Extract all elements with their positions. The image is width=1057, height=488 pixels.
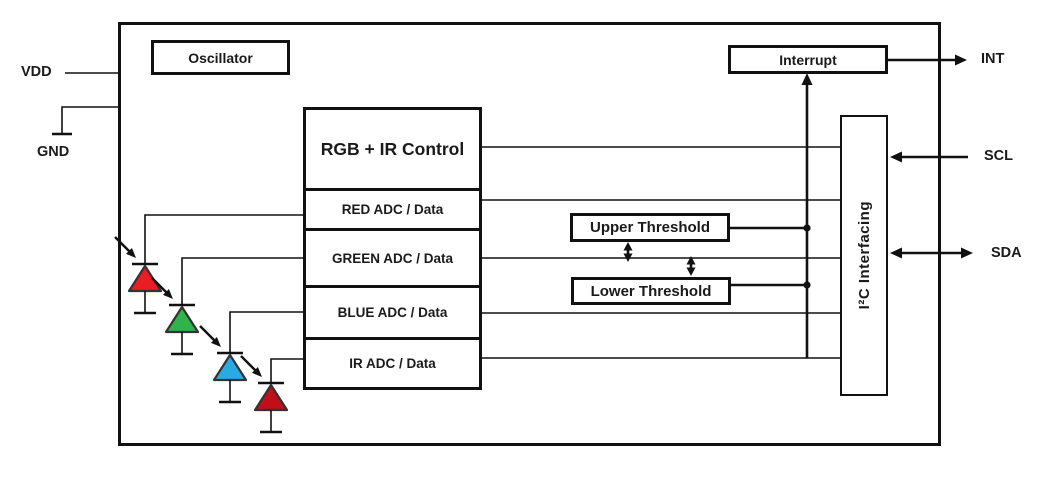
rgb-ir-control-label: RGB + IR Control bbox=[320, 138, 465, 159]
sda-text: SDA bbox=[991, 245, 1022, 261]
interrupt-block: Interrupt bbox=[728, 45, 888, 74]
int-text: INT bbox=[981, 51, 1005, 67]
interrupt-label: Interrupt bbox=[779, 51, 837, 68]
green-adc-row: GREEN ADC / Data bbox=[306, 228, 479, 285]
red-adc-row: RED ADC / Data bbox=[306, 188, 479, 228]
blue-adc-label: BLUE ADC / Data bbox=[337, 305, 448, 320]
ir-adc-row: IR ADC / Data bbox=[306, 337, 479, 387]
rgb-ir-control-block: RGB + IR Control bbox=[306, 110, 479, 188]
lower-threshold-label: Lower Threshold bbox=[590, 282, 712, 300]
i2c-interfacing-label: I²C Interfacing bbox=[855, 201, 873, 310]
red-adc-label: RED ADC / Data bbox=[341, 202, 444, 217]
scl-pin-label: SCL bbox=[984, 148, 1013, 164]
ir-adc-label: IR ADC / Data bbox=[349, 356, 436, 371]
oscillator-label: Oscillator bbox=[188, 49, 253, 66]
int-pin-label: INT bbox=[981, 51, 1004, 67]
lower-threshold-block: Lower Threshold bbox=[571, 277, 731, 305]
green-adc-label: GREEN ADC / Data bbox=[331, 250, 454, 266]
vdd-pin-label: VDD bbox=[21, 64, 52, 80]
gnd-wire bbox=[61, 106, 118, 133]
sda-arrow-right-icon bbox=[961, 247, 973, 259]
upper-threshold-label: Upper Threshold bbox=[589, 219, 710, 236]
chip-boundary bbox=[118, 22, 941, 446]
vdd-text: VDD bbox=[21, 64, 52, 80]
int-arrow-icon bbox=[955, 54, 967, 66]
gnd-text: GND bbox=[37, 144, 70, 160]
gnd-pin-label: GND bbox=[37, 144, 69, 160]
scl-text: SCL bbox=[984, 148, 1013, 164]
i2c-interfacing-block: I²C Interfacing bbox=[840, 115, 888, 396]
sda-pin-label: SDA bbox=[991, 245, 1022, 261]
upper-threshold-block: Upper Threshold bbox=[570, 213, 730, 242]
oscillator-block: Oscillator bbox=[151, 40, 290, 75]
blue-adc-row: BLUE ADC / Data bbox=[306, 285, 479, 337]
control-adc-block: RGB + IR Control RED ADC / Data GREEN AD… bbox=[303, 107, 482, 390]
